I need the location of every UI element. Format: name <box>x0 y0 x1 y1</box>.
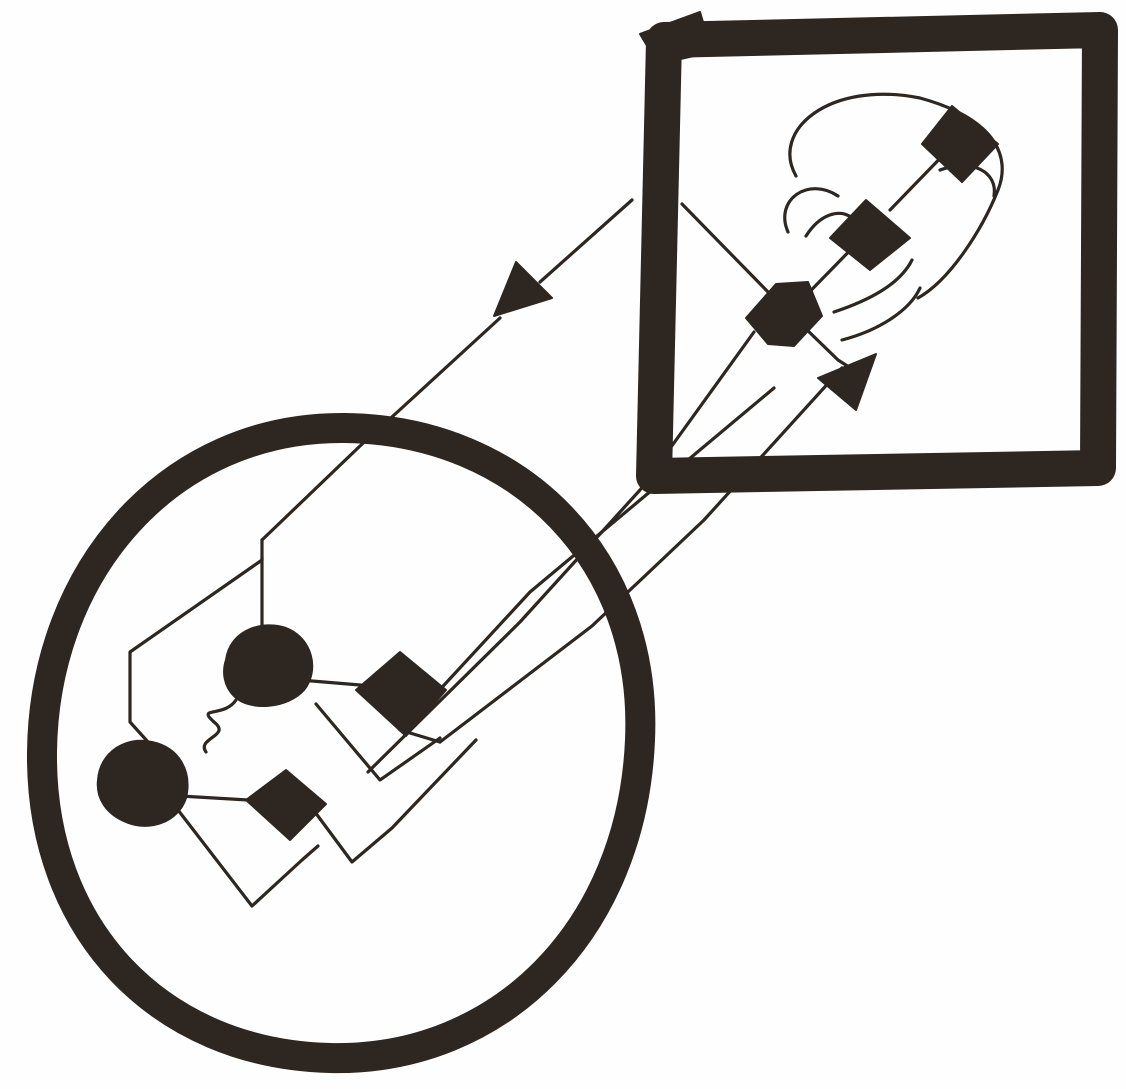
arrowhead-left <box>494 262 552 316</box>
circle-diamond-node-upper <box>356 652 446 736</box>
circle-link-lower-diamond <box>312 740 476 862</box>
arrowhead-right <box>818 354 876 410</box>
square-network <box>682 94 1002 374</box>
feedback-line <box>262 200 632 540</box>
circle-node-bottom <box>98 741 188 826</box>
circle-spring-link <box>204 700 236 752</box>
circle-link-bottom-node-to-diamond <box>180 796 248 800</box>
square-diamond-node-center <box>746 282 822 346</box>
square-loop-lower <box>834 260 920 340</box>
circle-node-top <box>224 625 312 706</box>
circle-diamond-node-lower <box>246 770 326 840</box>
square-diamond-node-top <box>922 106 998 182</box>
